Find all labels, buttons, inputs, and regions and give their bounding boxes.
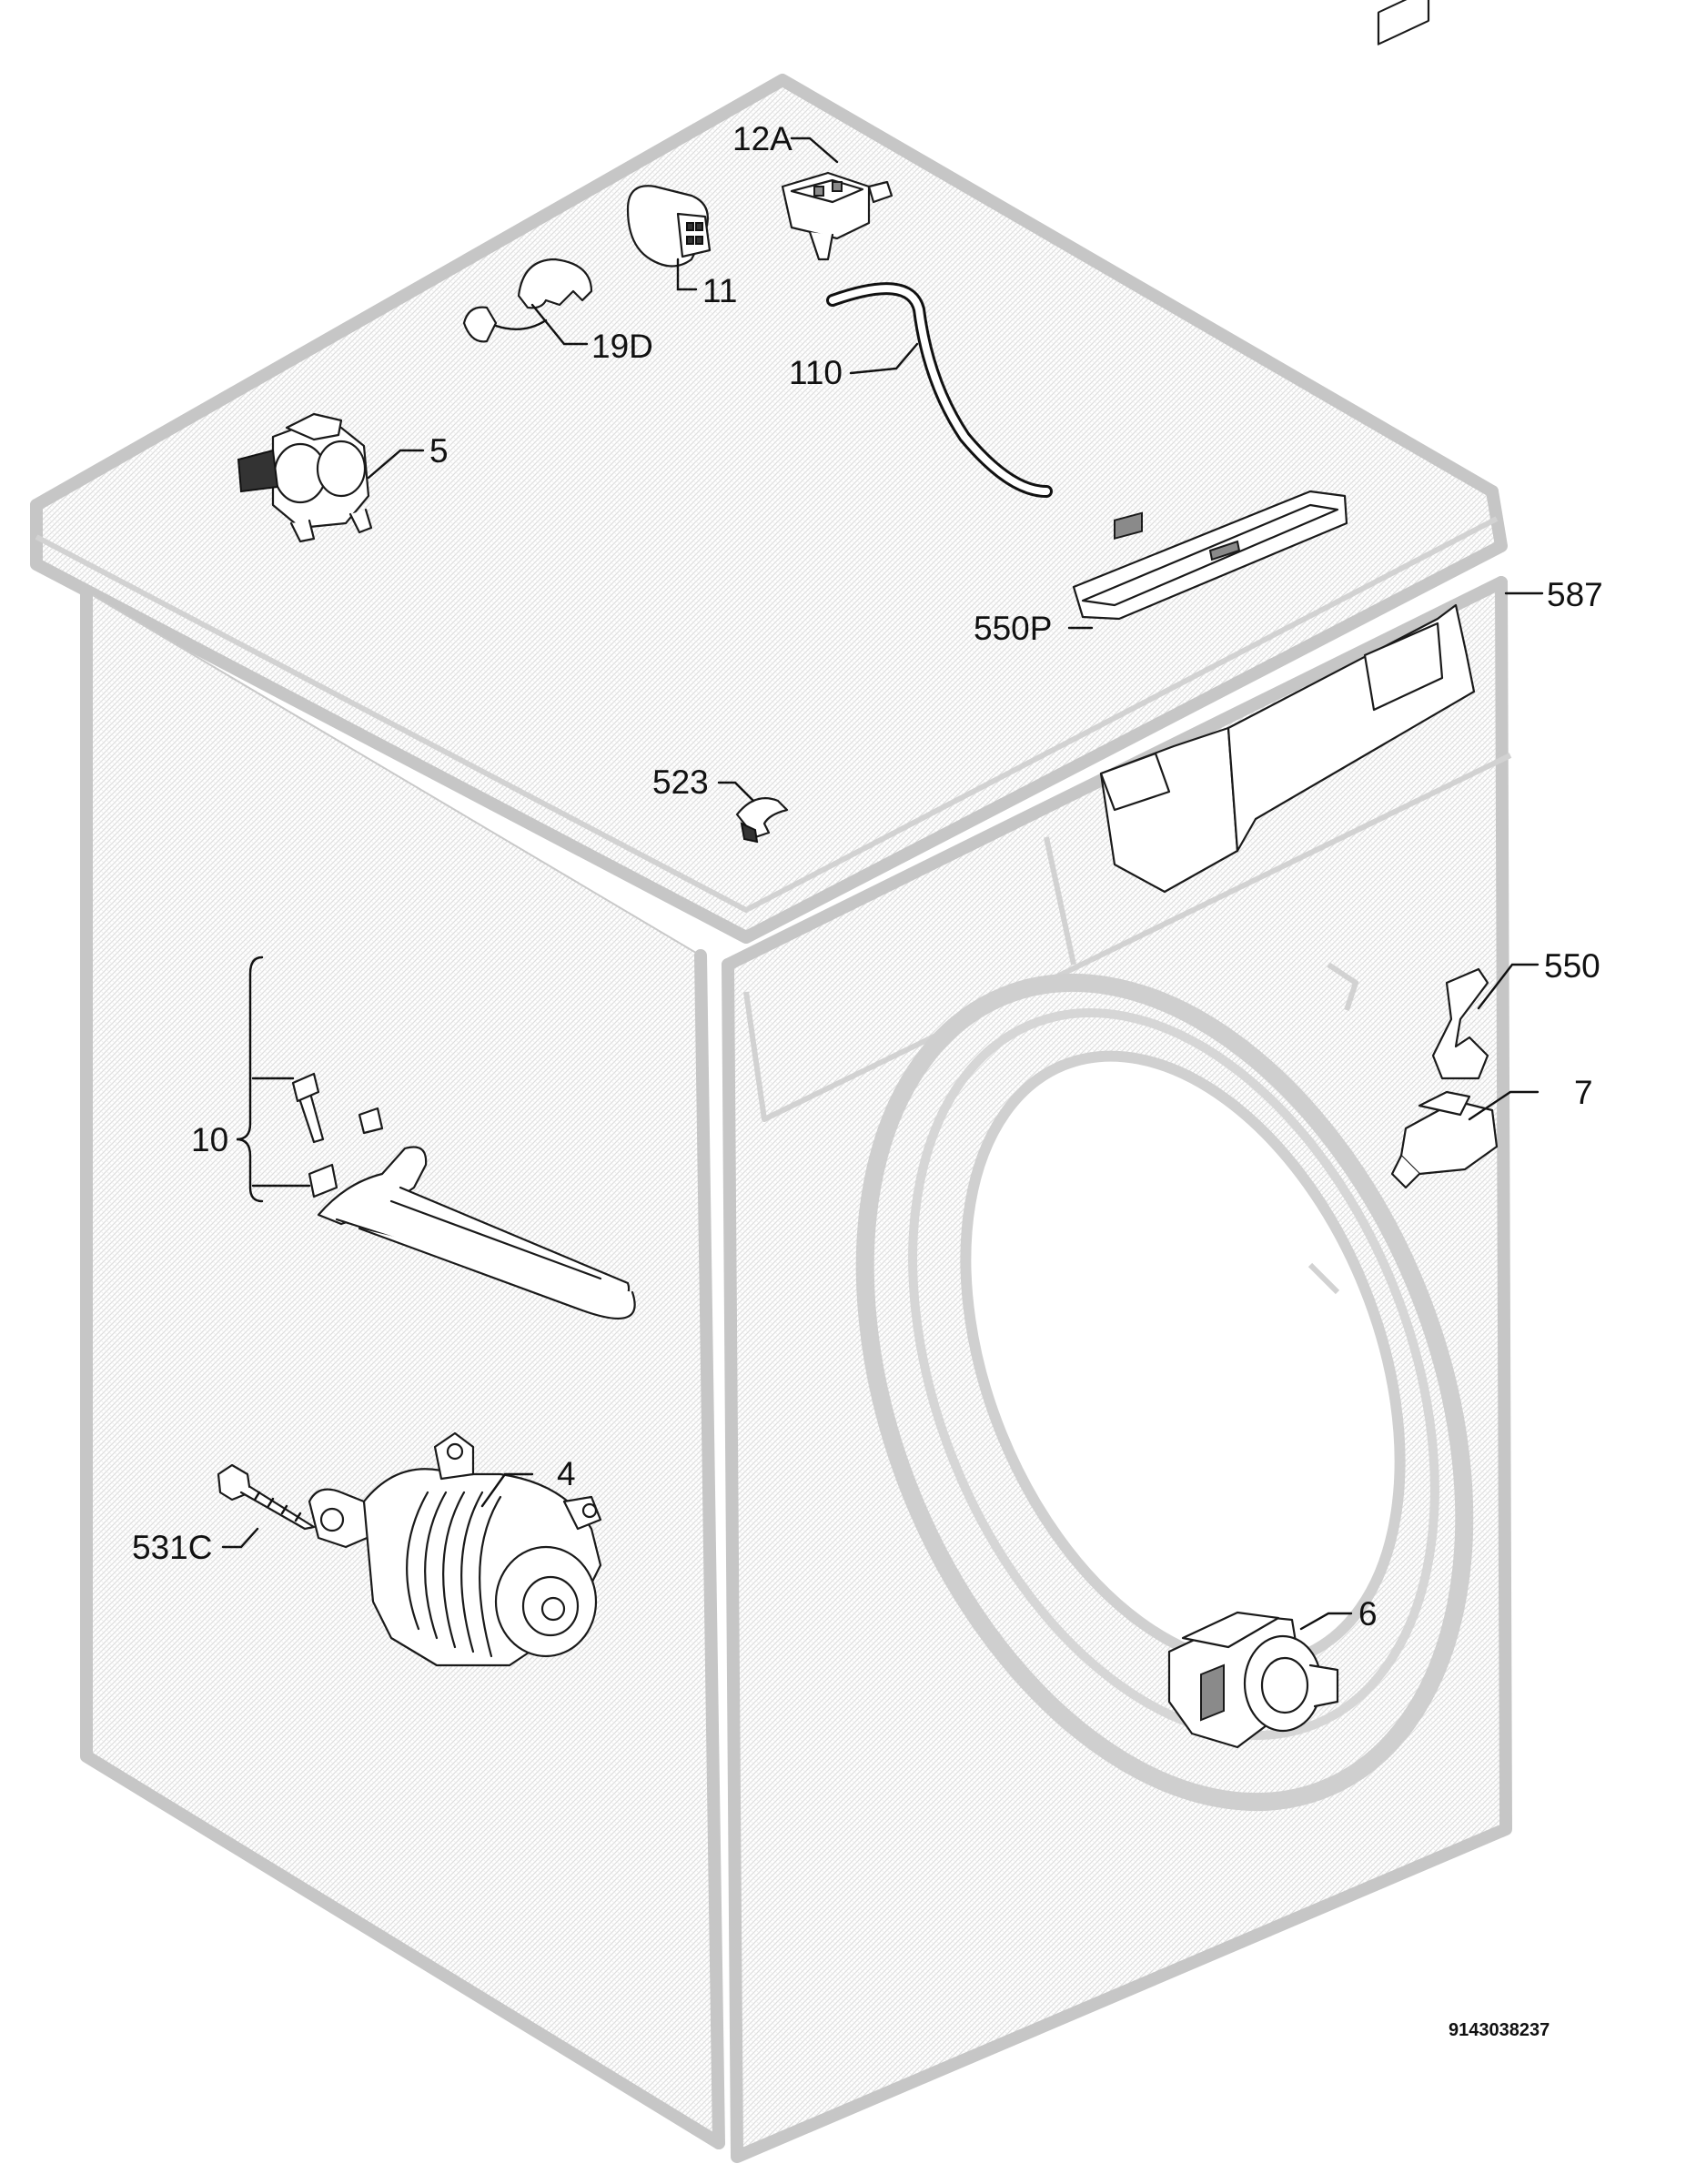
leader-lines [221, 136, 1544, 1631]
callout-7: 7 [1574, 1074, 1593, 1111]
inlet-valve-part [237, 412, 373, 543]
callout-11: 11 [702, 272, 737, 309]
screw-part [217, 1463, 316, 1531]
heating-element-part [291, 1072, 636, 1320]
drawing-number: 9143038237 [1449, 2020, 1550, 2040]
callout-labels: 12A 11 19D 110 5 587 550P 523 550 7 10 4… [132, 120, 1603, 1633]
callout-550P: 550P [974, 610, 1052, 647]
callout-6: 6 [1358, 1595, 1378, 1633]
callout-587: 587 [1547, 576, 1603, 613]
callout-10: 10 [191, 1121, 228, 1158]
callout-19D: 19D [591, 328, 653, 365]
electronic-board-part [1099, 0, 1476, 894]
callout-550: 550 [1544, 947, 1600, 985]
drain-pump-part [1167, 1611, 1339, 1749]
door-interlock-part [1390, 1090, 1499, 1189]
clip-part [735, 797, 789, 844]
callout-5: 5 [429, 432, 449, 470]
callout-523: 523 [652, 763, 709, 801]
pressure-switch-part [781, 171, 893, 261]
callout-4: 4 [557, 1455, 576, 1492]
motor-part [308, 1431, 602, 1667]
callout-110: 110 [789, 354, 843, 391]
anti-interference-part [462, 258, 593, 343]
door-handle-part [1431, 967, 1489, 1080]
callout-12A: 12A [732, 120, 792, 157]
cabinet-outline [30, 74, 1512, 2163]
callout-531C: 531C [132, 1529, 212, 1566]
capacitor-part [626, 185, 712, 268]
control-panel-trim-part [1072, 490, 1348, 621]
